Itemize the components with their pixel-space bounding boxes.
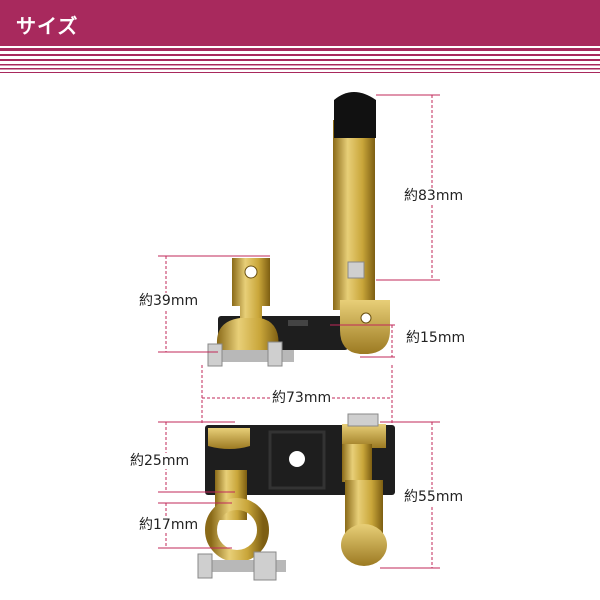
dim-label-17mm: 約17mm (139, 517, 199, 533)
bottom-right-cam (342, 424, 386, 448)
clamp-ring (205, 498, 269, 562)
dim-label-25mm: 約25mm (130, 453, 190, 469)
dim-label-39mm: 約39mm (139, 293, 199, 309)
dim-label-73mm: 約73mm (272, 390, 332, 406)
top-right-shoe (340, 300, 390, 354)
top-view (207, 92, 390, 367)
dim-label-55mm: 約55mm (404, 489, 464, 505)
bottom-view (197, 413, 395, 581)
top-left-bracket (232, 258, 270, 326)
top-lever (333, 120, 375, 310)
bottom-left-arm (208, 428, 250, 449)
dim-label-83mm: 約83mm (404, 188, 464, 204)
section-title: サイズ (16, 14, 79, 38)
section-header: サイズ (0, 0, 600, 46)
header-stripes (0, 48, 600, 73)
dim-label-15mm: 約15mm (406, 330, 466, 346)
